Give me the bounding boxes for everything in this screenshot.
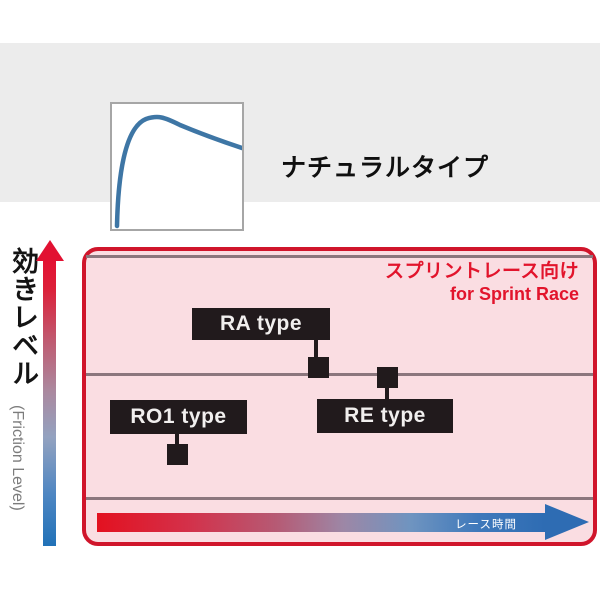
product-marker-ro1 bbox=[167, 444, 188, 465]
race-time-arrow: レース時間 bbox=[97, 513, 545, 532]
friction-level-arrow-head-icon bbox=[36, 240, 64, 261]
panel-title: スプリントレース向け for Sprint Race bbox=[385, 261, 579, 305]
race-time-arrow-head-icon bbox=[545, 504, 589, 540]
divider-line-bottom bbox=[86, 497, 593, 500]
natural-type-label: ナチュラルタイプ bbox=[281, 154, 490, 182]
product-marker-re bbox=[377, 367, 398, 388]
friction-level-arrow bbox=[43, 260, 56, 546]
friction-level-axis-label-jp: 効きレベル bbox=[8, 247, 38, 387]
connector-line-re bbox=[385, 388, 389, 400]
panel-title-en: for Sprint Race bbox=[449, 283, 579, 304]
connector-line-ra bbox=[314, 340, 318, 357]
divider-line-top bbox=[86, 255, 593, 258]
race-time-axis-label: レース時間 bbox=[455, 519, 517, 531]
sprint-race-panel: スプリントレース向け for Sprint Race RA type RO1 t… bbox=[82, 247, 597, 546]
friction-curve-thumbnail bbox=[110, 102, 244, 231]
panel-title-jp: スプリントレース向け bbox=[384, 261, 579, 282]
product-label-ro1-type: RO1 type bbox=[110, 400, 247, 434]
connector-line-ro1 bbox=[175, 434, 179, 445]
natural-type-band: ナチュラルタイプ bbox=[0, 43, 600, 231]
friction-level-axis-label-en: (Friction Level) bbox=[9, 405, 26, 511]
divider-line-middle bbox=[86, 373, 593, 376]
product-label-re-type: RE type bbox=[317, 399, 453, 433]
product-marker-ra bbox=[308, 357, 329, 378]
product-label-ra-type: RA type bbox=[192, 308, 330, 340]
friction-curve-icon bbox=[114, 114, 242, 229]
